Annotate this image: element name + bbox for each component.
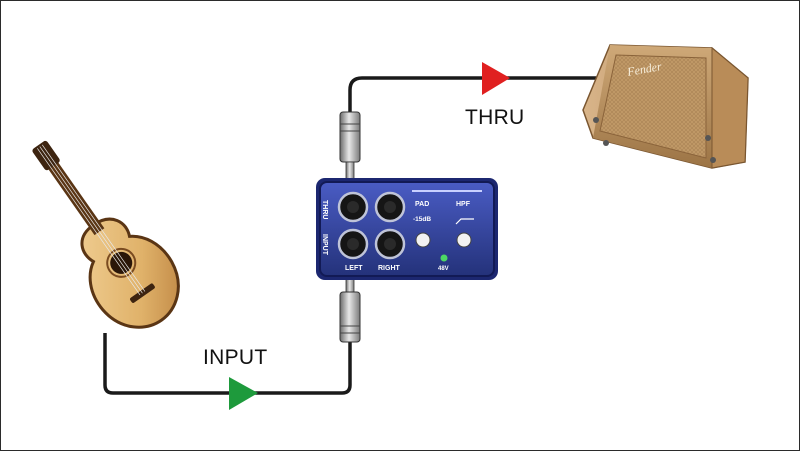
di-right-label: RIGHT [378,265,401,272]
di-48v-label: 48V [438,266,449,272]
thru-label: THRU [465,106,525,129]
acoustic-amplifier-icon [582,44,749,169]
di-left-label: LEFT [345,265,363,272]
di-pad-value: -15dB [413,216,431,223]
input-label: INPUT [203,346,268,369]
di-thru-label: THRU [321,200,328,219]
input-arrow-icon [229,377,258,410]
di-hpf-label: HPF [456,201,471,208]
di-input-label: INPUT [321,234,328,256]
thru-cable [348,76,620,118]
acoustic-guitar-icon [32,140,180,329]
amp-logo: Fender [625,59,663,79]
thru-arrow-icon [482,62,510,95]
di-pad-label: PAD [415,201,429,208]
input-cable [103,333,352,395]
direct-box-icon [316,178,498,280]
